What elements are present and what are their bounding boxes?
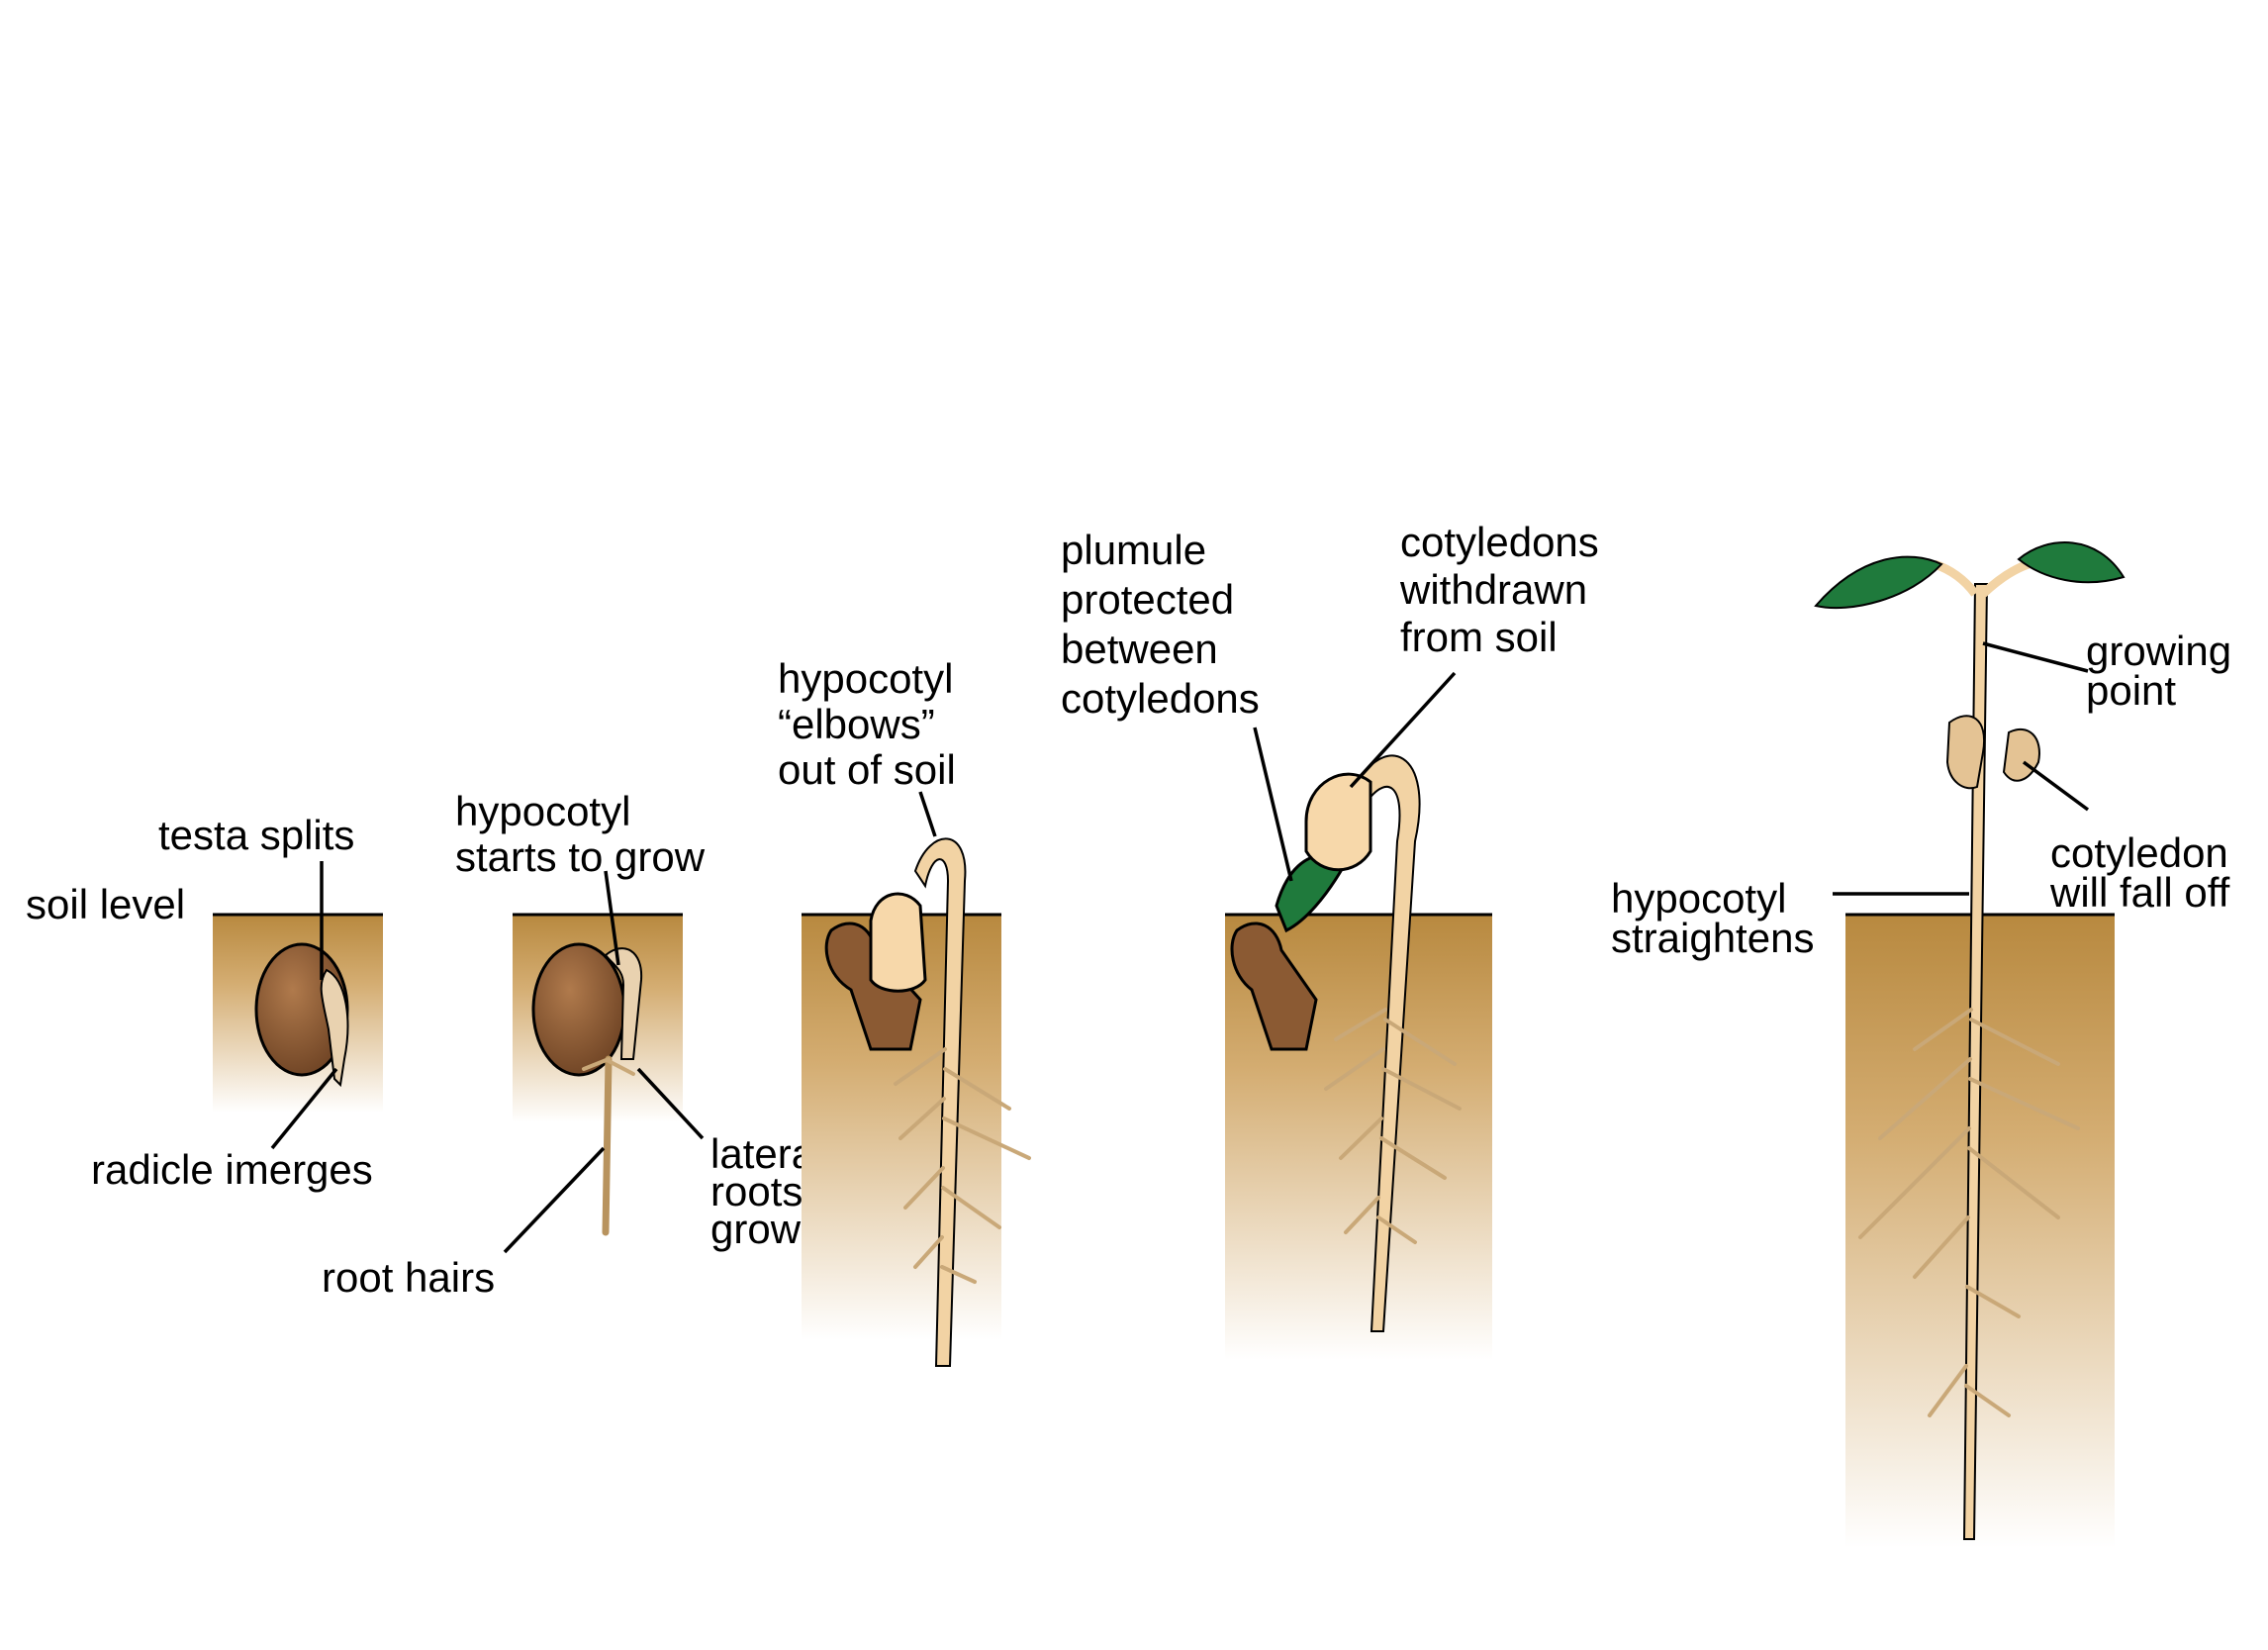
lateral-root [903, 1166, 945, 1210]
lateral-root [894, 1047, 947, 1086]
label-lateral-l2: roots [710, 1168, 803, 1214]
lateral-root [1969, 1018, 2060, 1066]
leaf [1814, 555, 1943, 610]
lateral-root [582, 1057, 611, 1071]
hypocotyl [1349, 754, 1421, 1332]
seed-coat [824, 922, 922, 1051]
label-elbow-l2: “elbows” [778, 701, 935, 747]
seed-coat [1230, 922, 1318, 1051]
lateral-root [941, 1186, 1001, 1229]
label-growing-l1: growing [2086, 628, 2231, 674]
lateral-root [940, 1265, 977, 1284]
stage-seedling: growing point cotyledon will fall off hy… [1611, 541, 2231, 1548]
hypocotyl [604, 947, 643, 1060]
lateral-root [1383, 1018, 1457, 1066]
label-elbow-l1: hypocotyl [778, 655, 953, 702]
label-plumule-l4: cotyledons [1061, 675, 1260, 722]
branch [1933, 559, 1979, 597]
lateral-root [1334, 1008, 1387, 1041]
radicle [320, 968, 349, 1088]
label-elbow-l3: out of soil [778, 746, 956, 793]
lateral-root [607, 1059, 635, 1076]
lateral-root [898, 1097, 946, 1140]
stage-germination: hypocotyl starts to grow lateral roots g… [322, 788, 823, 1301]
leader-growing-point [1982, 641, 2089, 673]
leader-radicle [270, 1067, 338, 1150]
hypocotyl [913, 837, 967, 1367]
lateral-root [1878, 1057, 1972, 1140]
leader-plumule [1253, 727, 1293, 882]
label-root-hairs: root hairs [322, 1254, 495, 1301]
label-hypocotyl-l1: hypocotyl [455, 788, 630, 834]
cotyledon [2002, 728, 2040, 782]
lateral-root [942, 1116, 1031, 1160]
label-cotyledon-l2: will fall off [2049, 869, 2230, 916]
cotyledon [869, 892, 927, 993]
stage-seed: soil level testa splits radicle imerges [26, 812, 383, 1193]
lateral-root [1381, 1067, 1462, 1111]
lateral-root [1967, 1146, 2060, 1219]
lateral-root [1965, 1285, 2021, 1318]
label-soil-level: soil level [26, 881, 185, 927]
label-withdrawn-l2: withdrawn [1399, 566, 1587, 613]
stage-elbow: hypocotyl “elbows” out of soil [778, 655, 1031, 1367]
label-lateral-l3: grow [710, 1206, 802, 1252]
leader-root-hairs [503, 1146, 606, 1254]
lateral-root [1964, 1384, 2011, 1417]
lateral-root [1858, 1126, 1971, 1239]
lateral-root [1913, 1215, 1970, 1279]
leader-withdrawn [1349, 671, 1457, 789]
leader-elbow [918, 791, 937, 837]
primary-root [602, 1055, 613, 1236]
lateral-root [1913, 1008, 1973, 1051]
label-withdrawn-l1: cotyledons [1400, 519, 1599, 565]
label-cotyledon-l1: cotyledon [2050, 829, 2228, 876]
label-plumule-l1: plumule [1061, 527, 1206, 573]
label-straightens-l2: straightens [1611, 915, 1814, 961]
lateral-root [1928, 1364, 1968, 1417]
lateral-root [1376, 1215, 1417, 1244]
label-growing-l2: point [2086, 667, 2176, 714]
lateral-root [1344, 1196, 1380, 1234]
leader-cotyledon [2022, 760, 2090, 812]
lateral-root [943, 1067, 1011, 1111]
lateral-root [913, 1235, 944, 1269]
seed [531, 942, 626, 1077]
label-testa-splits: testa splits [158, 812, 354, 858]
lateral-root [1339, 1116, 1383, 1160]
stage-withdraw: plumule protected between cotyledons cot… [1061, 519, 1599, 1360]
leader-lateral [636, 1067, 705, 1140]
label-radicle-emerges: radicle imerges [91, 1146, 373, 1193]
lateral-root [1379, 1136, 1447, 1180]
cotyledon [1304, 772, 1372, 872]
label-withdrawn-l3: from soil [1400, 614, 1558, 660]
label-straightens-l1: hypocotyl [1611, 875, 1786, 922]
label-plumule-l3: between [1061, 626, 1218, 672]
lateral-root [1324, 1047, 1385, 1091]
lateral-root [1968, 1077, 2080, 1130]
leader-hypocotyl [604, 870, 620, 966]
leaf [2017, 541, 2126, 584]
label-plumule-l2: protected [1061, 576, 1234, 623]
branch [1979, 559, 2031, 598]
cotyledon [1945, 715, 1986, 790]
label-hypocotyl-l2: starts to grow [455, 833, 706, 880]
